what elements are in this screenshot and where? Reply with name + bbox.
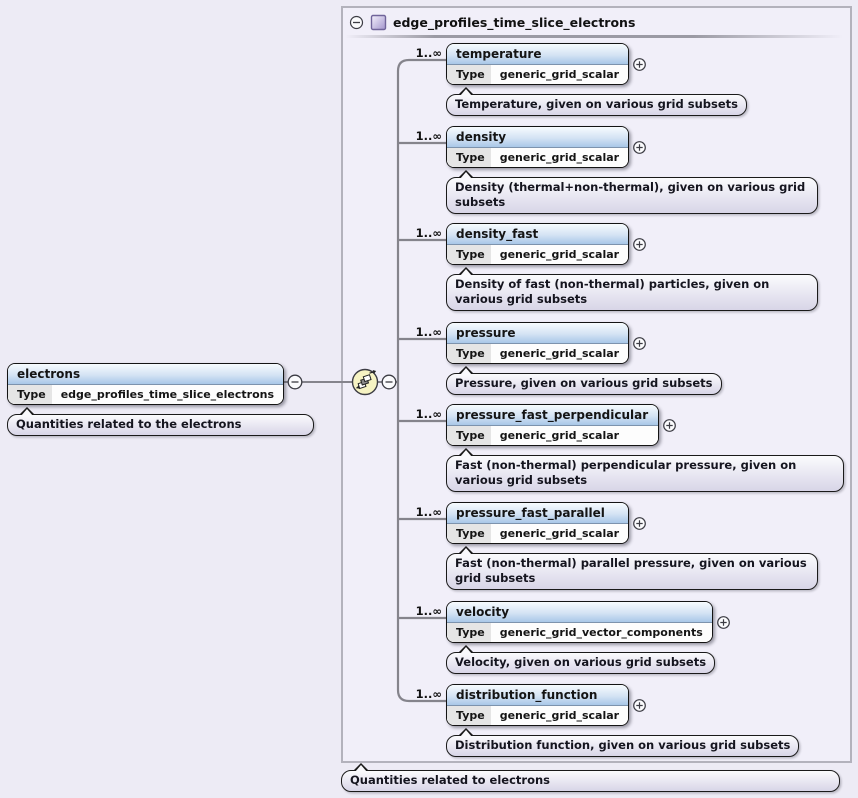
annotation-bubble: Pressure, given on various grid subsets	[446, 366, 722, 395]
child-velocity: 1..∞ velocity Type generic_grid_vector_c…	[416, 601, 731, 674]
annotation-bubble: Velocity, given on various grid subsets	[446, 645, 716, 674]
element-box-electrons[interactable]: electrons Type edge_profiles_time_slice_…	[7, 363, 285, 405]
cardinality-label: 1..∞	[415, 325, 442, 339]
element-type-row: Type generic_grid_scalar	[447, 426, 659, 445]
child-pressure: 1..∞ pressure Type generic_grid_scalar P…	[416, 322, 722, 395]
type-label: Type	[447, 426, 491, 445]
cardinality-label: 1..∞	[415, 604, 442, 618]
type-label: Type	[8, 385, 52, 404]
complex-type-icon	[370, 14, 387, 30]
type-label: Type	[447, 148, 491, 167]
element-type-row: Type generic_grid_scalar	[447, 148, 629, 167]
element-type-row: Type generic_grid_vector_components	[447, 623, 712, 642]
expand-icon[interactable]	[716, 615, 731, 630]
root-title: edge_profiles_time_slice_electrons	[393, 14, 636, 30]
cardinality-label: 1..∞	[415, 46, 442, 60]
element-name: distribution_function	[447, 685, 629, 706]
cardinality-label: 1..∞	[415, 687, 442, 701]
collapse-icon[interactable]	[381, 374, 397, 390]
element-box-distribution-function[interactable]: distribution_function Type generic_grid_…	[446, 684, 630, 726]
expand-icon[interactable]	[632, 516, 647, 531]
element-box-pressure-fast-parallel[interactable]: pressure_fast_parallel Type generic_grid…	[446, 502, 630, 544]
type-label: Type	[447, 524, 491, 543]
type-value: generic_grid_scalar	[499, 151, 620, 164]
cardinality-label: 1..∞	[415, 226, 442, 240]
element-name: pressure_fast_parallel	[447, 503, 629, 524]
type-value: edge_profiles_time_slice_electrons	[60, 388, 275, 401]
element-name: velocity	[447, 602, 712, 623]
type-label: Type	[447, 245, 491, 264]
collapse-icon[interactable]	[287, 374, 303, 390]
header-separator	[345, 35, 843, 38]
type-value: generic_grid_scalar	[499, 527, 620, 540]
expand-icon[interactable]	[632, 57, 647, 72]
type-value: generic_grid_scalar	[499, 347, 620, 360]
element-name: temperature	[447, 44, 629, 65]
annotation-bubble: Distribution function, given on various …	[446, 728, 800, 757]
type-value: generic_grid_scalar	[499, 709, 620, 722]
element-box-temperature[interactable]: temperature Type generic_grid_scalar	[446, 43, 630, 85]
expand-icon[interactable]	[662, 418, 677, 433]
annotation-bubble: Fast (non-thermal) perpendicular pressur…	[446, 448, 844, 492]
child-density-fast: 1..∞ density_fast Type generic_grid_scal…	[416, 223, 818, 311]
type-label: Type	[447, 623, 491, 642]
cardinality-label: 1..∞	[415, 407, 442, 421]
element-box-pressure-fast-perpendicular[interactable]: pressure_fast_perpendicular Type generic…	[446, 404, 660, 446]
expand-icon[interactable]	[632, 140, 647, 155]
expand-icon[interactable]	[632, 698, 647, 713]
type-value: generic_grid_scalar	[499, 429, 620, 442]
child-temperature: 1..∞ temperature Type generic_grid_scala…	[416, 43, 747, 116]
root-annotation-bubble: Quantities related to electrons	[341, 763, 840, 792]
annotation-bubble: Density (thermal+non-thermal), given on …	[446, 170, 818, 214]
electrons-element-group: electrons Type edge_profiles_time_slice_…	[7, 363, 314, 436]
container-header: edge_profiles_time_slice_electrons	[343, 8, 850, 35]
child-pressure-fast-perpendicular: 1..∞ pressure_fast_perpendicular Type ge…	[416, 404, 844, 492]
type-label: Type	[447, 706, 491, 725]
cardinality-label: 1..∞	[415, 129, 442, 143]
annotation-bubble: Density of fast (non-thermal) particles,…	[446, 267, 818, 311]
expand-icon[interactable]	[632, 336, 647, 351]
collapse-icon[interactable]	[349, 15, 364, 30]
element-type-row: Type edge_profiles_time_slice_electrons	[8, 385, 284, 404]
cardinality-label: 1..∞	[415, 505, 442, 519]
element-box-velocity[interactable]: velocity Type generic_grid_vector_compon…	[446, 601, 713, 643]
complex-type-container: edge_profiles_time_slice_electrons 1..∞ …	[341, 6, 852, 763]
annotation-bubble: Quantities related to the electrons	[7, 407, 314, 436]
type-label: Type	[447, 344, 491, 363]
type-value: generic_grid_vector_components	[499, 626, 703, 639]
element-name: pressure	[447, 323, 629, 344]
element-box-density[interactable]: density Type generic_grid_scalar	[446, 126, 630, 168]
element-type-row: Type generic_grid_scalar	[447, 706, 629, 725]
element-box-pressure[interactable]: pressure Type generic_grid_scalar	[446, 322, 630, 364]
element-name: density	[447, 127, 629, 148]
type-value: generic_grid_scalar	[499, 68, 620, 81]
element-type-row: Type generic_grid_scalar	[447, 245, 629, 264]
expand-icon[interactable]	[632, 237, 647, 252]
type-value: generic_grid_scalar	[499, 248, 620, 261]
sequence-icon[interactable]	[351, 368, 380, 396]
element-type-row: Type generic_grid_scalar	[447, 524, 629, 543]
annotation-bubble: Temperature, given on various grid subse…	[446, 87, 747, 116]
child-density: 1..∞ density Type generic_grid_scalar De…	[416, 126, 818, 214]
element-name: electrons	[8, 364, 284, 385]
child-distribution-function: 1..∞ distribution_function Type generic_…	[416, 684, 800, 757]
element-type-row: Type generic_grid_scalar	[447, 344, 629, 363]
element-box-density-fast[interactable]: density_fast Type generic_grid_scalar	[446, 223, 630, 265]
element-name: pressure_fast_perpendicular	[447, 405, 659, 426]
element-name: density_fast	[447, 224, 629, 245]
element-type-row: Type generic_grid_scalar	[447, 65, 629, 84]
annotation-bubble: Fast (non-thermal) parallel pressure, gi…	[446, 546, 818, 590]
type-label: Type	[447, 65, 491, 84]
child-pressure-fast-parallel: 1..∞ pressure_fast_parallel Type generic…	[416, 502, 818, 590]
